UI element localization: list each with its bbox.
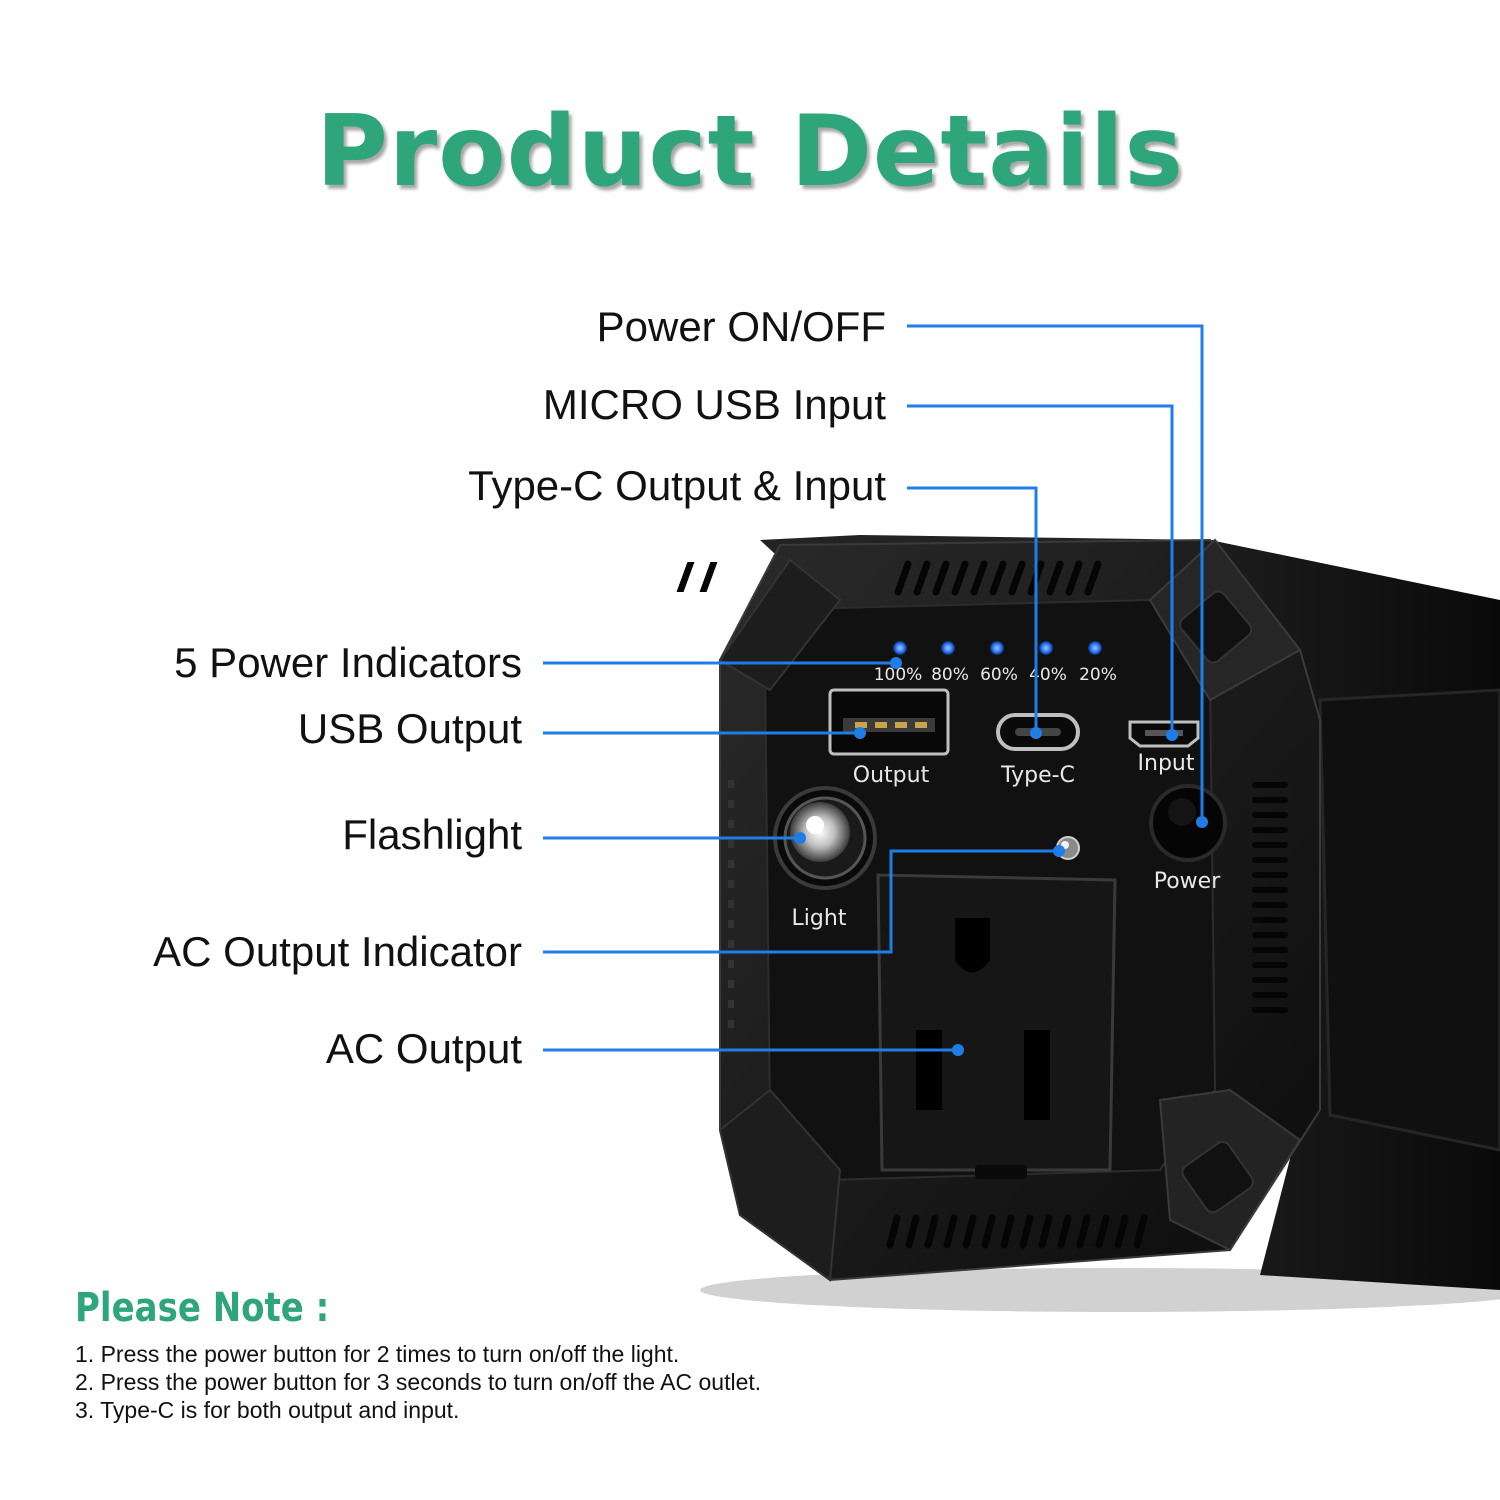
callout-power-indicators: 5 Power Indicators [174, 639, 522, 686]
micro-usb-port [1128, 720, 1200, 748]
callout-ac-output-indicator: AC Output Indicator [153, 928, 522, 975]
indicator-label: 100% [874, 665, 923, 685]
note-item: 2. Press the power button for 3 seconds … [75, 1369, 762, 1395]
ac-outlet-graphic [876, 873, 1117, 1179]
note-item: 1. Press the power button for 2 times to… [75, 1341, 680, 1367]
callout-type-c: Type-C Output & Input [468, 462, 886, 509]
flashlight-label: Light [792, 906, 847, 931]
power-button-graphic [1149, 784, 1227, 862]
callout-micro-usb-input: MICRO USB Input [542, 381, 886, 428]
note-title: Please Note : [75, 1285, 330, 1331]
callout-power-on-off: Power ON/OFF [596, 303, 886, 350]
power-button-label: Power [1154, 869, 1221, 894]
indicator-label: 40% [1029, 665, 1067, 685]
indicator-label: 80% [931, 665, 969, 685]
usb-port-label: Output [853, 763, 930, 788]
callout-flashlight: Flashlight [342, 811, 522, 858]
flashlight-graphic [773, 786, 877, 890]
callout-ac-output: AC Output [325, 1025, 522, 1072]
indicator-label: 20% [1079, 665, 1117, 685]
note-item: 3. Type-C is for both output and input. [75, 1397, 460, 1423]
micro-usb-port-label: Input [1138, 751, 1195, 776]
power-indicator-leds [893, 641, 1102, 655]
indicator-label: 60% [980, 665, 1018, 685]
type-c-port-label: Type-C [1000, 763, 1075, 788]
callout-usb-output: USB Output [297, 705, 522, 752]
note-list: 1. Press the power button for 2 times to… [75, 1340, 761, 1424]
page-title: Product Details [316, 95, 1184, 209]
